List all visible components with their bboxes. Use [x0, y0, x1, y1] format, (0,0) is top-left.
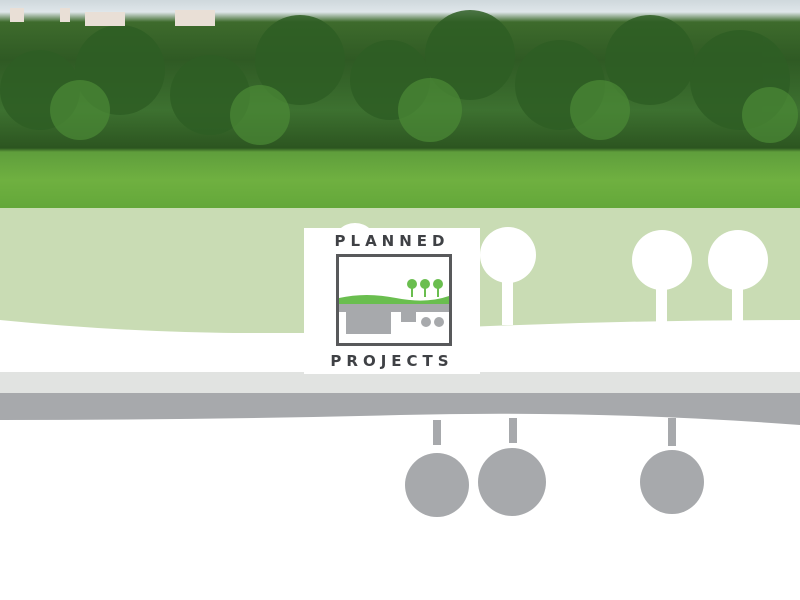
logo-text-planned: PLANNED	[334, 232, 450, 250]
landscape-photo	[0, 0, 800, 208]
logo-emblem	[336, 254, 452, 346]
planned-projects-logo: PLANNED PROJECTS	[304, 228, 480, 374]
tree-line	[0, 8, 798, 145]
tree-reflections	[405, 418, 704, 517]
logo-text-projects: PROJECTS	[330, 352, 454, 370]
